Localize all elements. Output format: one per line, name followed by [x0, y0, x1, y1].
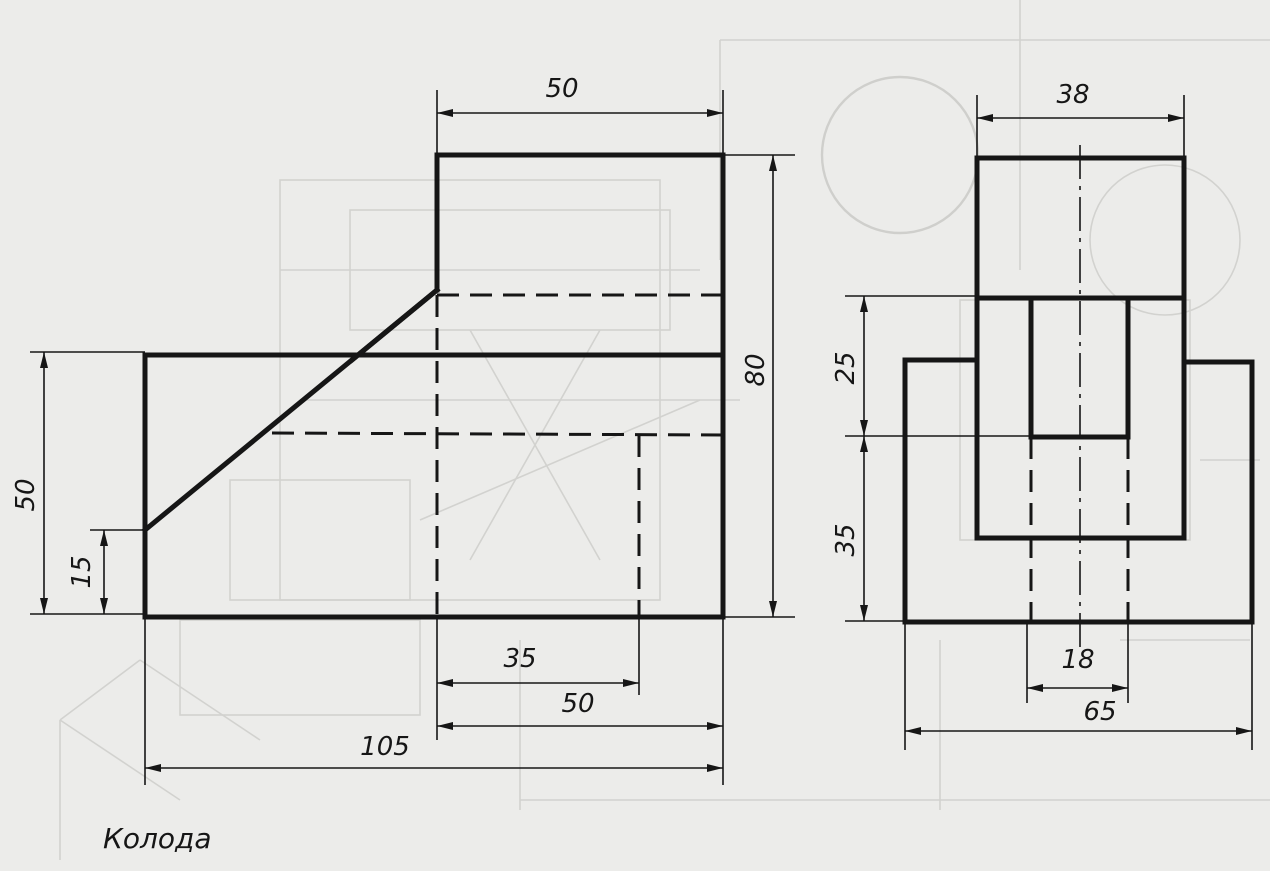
dim-front-left-height: 50	[11, 478, 41, 511]
dim-side-top-width: 38	[1056, 80, 1089, 110]
side-view: 38 25 35 18 65	[831, 80, 1255, 750]
dim-side-slot-height-lower: 35	[831, 523, 861, 556]
dim-front-inner-50: 50	[561, 689, 594, 719]
dim-front-overall-width: 105	[360, 732, 410, 762]
dim-front-inner-35: 35	[503, 644, 536, 674]
front-view-dimension-labels: 50 80 50 15 35 50 105	[11, 74, 771, 762]
drawing-title: Колода	[103, 822, 212, 855]
front-view: 50 80 50 15 35 50 105	[11, 74, 795, 785]
dim-front-top-width: 50	[545, 74, 578, 104]
side-view-dimension-lines	[860, 114, 1252, 735]
side-view-contour	[902, 155, 1255, 625]
dim-front-total-height: 80	[741, 353, 771, 386]
chamfer-visible-line	[348, 286, 441, 364]
dim-side-overall-width: 65	[1083, 697, 1116, 727]
front-view-dimension-lines	[40, 109, 777, 772]
side-view-dimension-labels: 38 25 35 18 65	[831, 80, 1117, 727]
background-ghost-lines	[59, 0, 1270, 860]
dim-side-slot-width: 18	[1061, 645, 1094, 675]
chamfer-hidden-line	[144, 358, 353, 532]
dim-side-slot-height-upper: 25	[831, 351, 861, 384]
dim-front-small-height: 15	[67, 555, 97, 588]
front-view-extension-lines	[30, 90, 795, 785]
front-view-hidden-lines	[271, 293, 724, 617]
